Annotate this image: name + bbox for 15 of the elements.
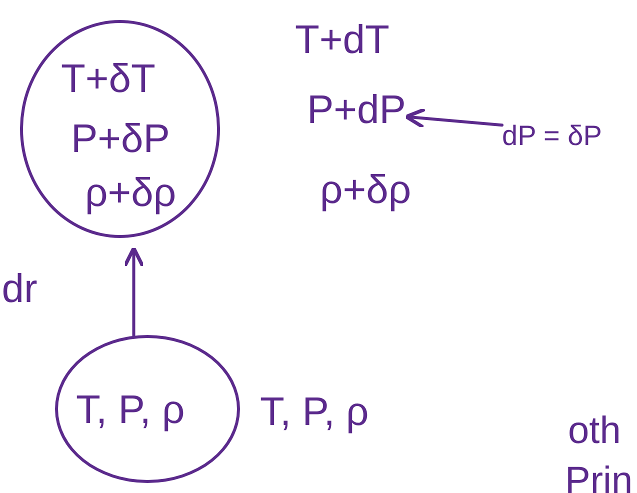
formula-text: T, P, ρ <box>76 390 185 430</box>
arrow <box>122 246 145 338</box>
formula-text: ρ+δρ <box>318 168 414 212</box>
note-text: oth <box>568 412 621 450</box>
circle <box>20 20 220 238</box>
formula-text: T, P, ρ <box>258 390 371 434</box>
formula-text: T+dT <box>293 18 392 62</box>
note-text: dP = δP <box>500 120 604 152</box>
formula-text: ρ+δρ <box>85 173 176 213</box>
formula-text: T+δT <box>61 59 156 99</box>
circle <box>55 335 240 483</box>
note-text: Prin <box>565 462 633 493</box>
formula-text: P+dP <box>305 88 408 132</box>
formula-text: P+δP <box>71 119 170 159</box>
arrow <box>404 108 504 130</box>
